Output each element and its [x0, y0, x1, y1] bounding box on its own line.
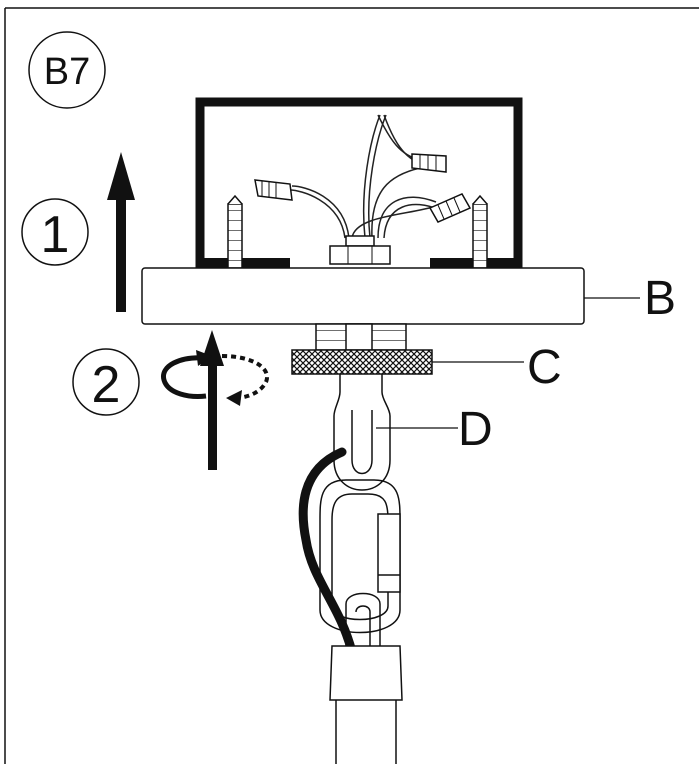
hook-loop: [333, 374, 391, 491]
up-arrow-icon: [200, 330, 224, 470]
up-arrow-icon: [107, 152, 135, 312]
step-1-circle: [21, 198, 89, 266]
step-2-circle: [72, 348, 140, 416]
callout-d-label: D: [458, 403, 493, 456]
callout-b: B: [584, 272, 676, 325]
chain-link: [319, 479, 401, 634]
knurled-nut: [291, 349, 433, 375]
canopy-plate: [141, 267, 585, 325]
wire-nut-icon: [254, 179, 293, 201]
mounting-screw-right: [472, 194, 488, 269]
link-sleeve: [377, 513, 401, 593]
step-badge-label: B7: [44, 51, 90, 93]
callout-c-label: C: [527, 341, 562, 394]
step-2: 2: [72, 330, 270, 470]
junction-box: [195, 97, 523, 270]
wires: [289, 114, 441, 239]
step-badge: B7: [28, 31, 106, 109]
mounting-screw-left: [227, 194, 243, 269]
step-2-number: 2: [92, 356, 121, 414]
page-frame: [4, 7, 699, 764]
power-cord: [298, 447, 357, 657]
step-1-number: 1: [41, 206, 70, 264]
callout-b-label: B: [644, 272, 676, 325]
callout-d: D: [376, 403, 493, 456]
wire-nut-icon: [411, 153, 447, 173]
fixture-stem: [329, 645, 403, 764]
callout-c: C: [432, 341, 562, 394]
wire-nut-icon: [428, 193, 472, 223]
rotate-arrow-icon: [161, 350, 270, 406]
center-nut: [329, 235, 391, 265]
step-1: 1: [21, 152, 135, 312]
threaded-nipple: [315, 323, 407, 351]
